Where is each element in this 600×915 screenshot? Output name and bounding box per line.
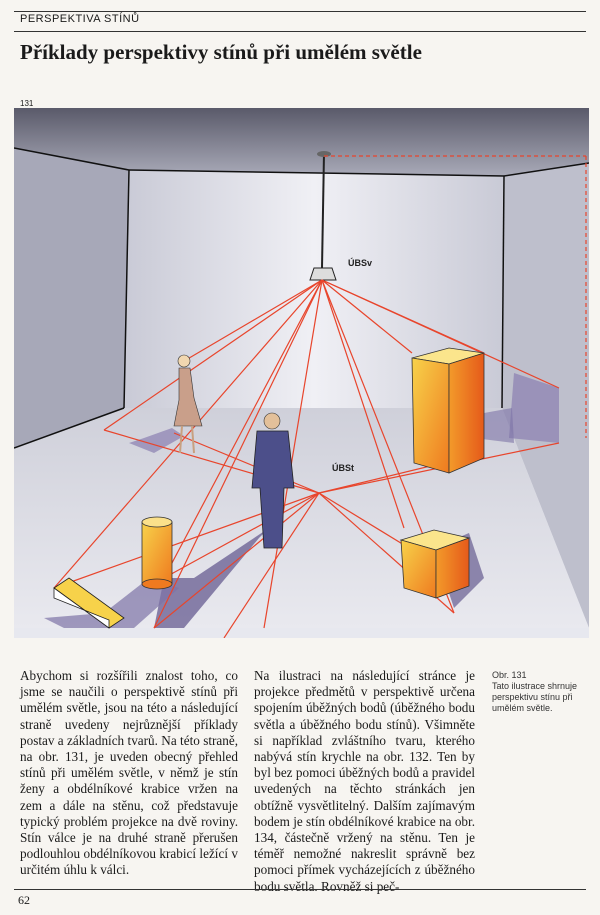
footer-rule — [14, 889, 586, 890]
ceiling — [14, 108, 589, 176]
page-number: 62 — [18, 893, 30, 907]
figure-number: 131 — [20, 99, 34, 108]
page-title: Příklady perspektivy stínů při umělém sv… — [20, 40, 422, 64]
construction-lines — [53, 155, 587, 638]
figure-caption: Obr. 131 Tato ilustrace shrnuje perspekt… — [492, 670, 590, 714]
left-wall — [14, 148, 129, 448]
caption-number: Obr. 131 — [492, 670, 527, 680]
perspective-shadow-illustration: ÚBSv ÚBSt — [14, 108, 589, 638]
label-vanishing-light: ÚBSv — [348, 257, 372, 268]
header-rule-top — [14, 11, 586, 12]
lamp-icon — [309, 267, 337, 281]
header-rule-bottom — [14, 31, 586, 32]
section-label: PERSPEKTIVA STÍNŮ — [20, 13, 140, 25]
body-column-2: Na ilustraci na následující stránce je p… — [254, 668, 475, 894]
caption-text: Tato ilustrace shrnuje perspektivu stínu… — [492, 681, 578, 713]
man-figure — [251, 412, 295, 549]
woman-figure — [173, 354, 203, 454]
man-shadow — [154, 528, 269, 628]
label-vanishing-shadow: ÚBSt — [332, 462, 354, 473]
body-column-1: Abychom si rozšířili znalost toho, co js… — [20, 668, 238, 878]
cylinder-object — [141, 516, 173, 590]
figure-illustration: ÚBSv ÚBSt — [14, 108, 589, 638]
tall-box-object — [411, 347, 485, 474]
long-box-object — [53, 577, 125, 629]
cube-object — [399, 529, 471, 599]
